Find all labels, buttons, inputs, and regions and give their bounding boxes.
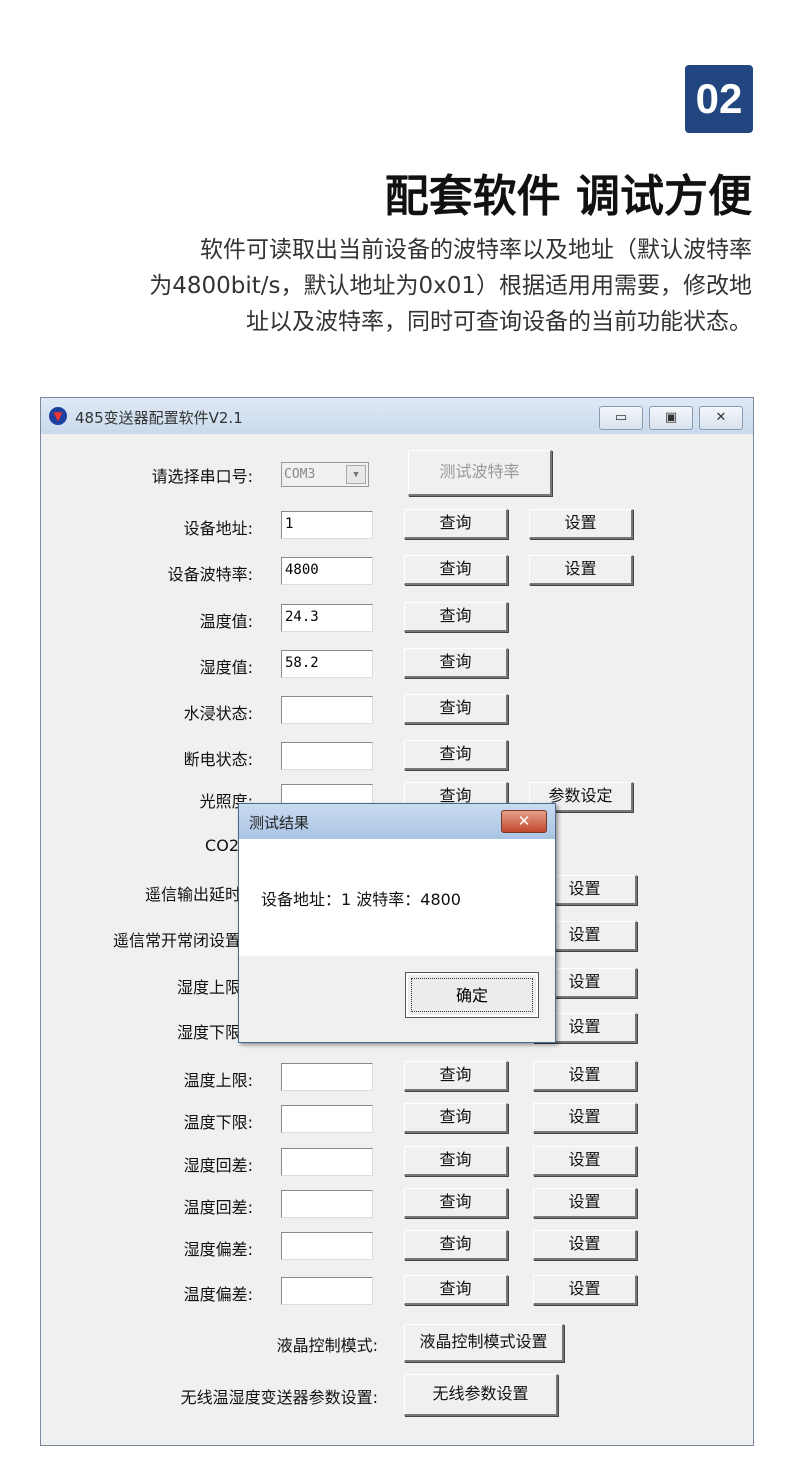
set-button[interactable]: 设置 bbox=[529, 509, 633, 539]
query-button[interactable]: 查询 bbox=[404, 694, 508, 724]
field-input[interactable] bbox=[281, 1232, 373, 1260]
field-label: 温度偏差: bbox=[183, 1285, 253, 1304]
lcd-mode-label: 液晶控制模式: bbox=[276, 1336, 378, 1355]
query-button[interactable]: 查询 bbox=[404, 1146, 508, 1176]
dialog-close-button[interactable]: ✕ bbox=[501, 810, 547, 833]
field-input[interactable]: 58.2 bbox=[281, 650, 373, 678]
wireless-label: 无线温湿度变送器参数设置: bbox=[180, 1388, 378, 1407]
query-button[interactable]: 查询 bbox=[404, 648, 508, 678]
dialog-body: 设备地址：1 波特率：4800 bbox=[239, 839, 555, 956]
query-button[interactable]: 查询 bbox=[404, 1061, 508, 1091]
set-button[interactable]: 设置 bbox=[533, 1103, 637, 1133]
field-input[interactable] bbox=[281, 1277, 373, 1305]
set-button[interactable]: 设置 bbox=[533, 1061, 637, 1091]
field-label: 湿度上限 bbox=[176, 978, 241, 997]
field-label: 设备地址: bbox=[183, 519, 253, 538]
minimize-button[interactable]: ▭ bbox=[599, 406, 643, 430]
set-button[interactable]: 设置 bbox=[533, 1188, 637, 1218]
lcd-mode-button[interactable]: 液晶控制模式设置 bbox=[404, 1324, 564, 1362]
page-title: 配套软件 调试方便 bbox=[384, 171, 752, 222]
config-window: ▼ 485变送器配置软件V2.1 ▭ ▣ ✕ 请选择串口号: COM3 ▼ 测试波… bbox=[40, 397, 754, 1446]
query-button[interactable]: 查询 bbox=[404, 740, 508, 770]
field-label: 温度下限: bbox=[183, 1113, 253, 1132]
test-result-dialog: 测试结果 ✕ 设备地址：1 波特率：4800 确定 bbox=[238, 803, 556, 1043]
query-button[interactable]: 查询 bbox=[404, 555, 508, 585]
description-line: 为4800bit/s，默认地址为0x01）根据适用用需要，修改地 bbox=[149, 273, 752, 299]
query-button[interactable]: 查询 bbox=[404, 509, 508, 539]
field-label: 水浸状态: bbox=[183, 704, 253, 723]
window-title: 485变送器配置软件V2.1 bbox=[75, 409, 243, 427]
field-input[interactable]: 1 bbox=[281, 511, 373, 539]
field-label: CO2 bbox=[205, 836, 239, 855]
field-label: 遥信常开常闭设置 bbox=[112, 931, 241, 950]
close-button[interactable]: ✕ bbox=[699, 406, 743, 430]
field-label: 湿度偏差: bbox=[183, 1240, 253, 1259]
dialog-message: 设备地址：1 波特率：4800 bbox=[261, 890, 461, 909]
field-label: 温度回差: bbox=[183, 1198, 253, 1217]
set-button[interactable]: 设置 bbox=[533, 1275, 637, 1305]
chevron-down-icon[interactable]: ▼ bbox=[346, 465, 366, 484]
title-bar[interactable]: ▼ 485变送器配置软件V2.1 ▭ ▣ ✕ bbox=[41, 398, 753, 434]
port-value: COM3 bbox=[284, 467, 316, 482]
field-input[interactable] bbox=[281, 696, 373, 724]
field-label: 湿度下限 bbox=[176, 1023, 241, 1042]
field-input[interactable] bbox=[281, 1190, 373, 1218]
query-button[interactable]: 查询 bbox=[404, 602, 508, 632]
ok-label: 确定 bbox=[411, 978, 533, 1012]
query-button[interactable]: 查询 bbox=[404, 1275, 508, 1305]
field-input[interactable] bbox=[281, 742, 373, 770]
test-baud-button[interactable]: 测试波特率 bbox=[408, 450, 552, 496]
field-label: 断电状态: bbox=[183, 750, 253, 769]
set-button[interactable]: 设置 bbox=[529, 555, 633, 585]
field-input[interactable]: 24.3 bbox=[281, 604, 373, 632]
query-button[interactable]: 查询 bbox=[404, 1230, 508, 1260]
port-label: 请选择串口号: bbox=[151, 467, 253, 486]
dialog-title: 测试结果 bbox=[249, 814, 310, 832]
set-button[interactable]: 设置 bbox=[533, 1146, 637, 1176]
field-label: 湿度值: bbox=[199, 658, 253, 677]
field-label: 温度上限: bbox=[183, 1071, 253, 1090]
field-label: 遥信输出延时 bbox=[144, 885, 241, 904]
description-line: 软件可读取出当前设备的波特率以及地址（默认波特率 bbox=[200, 237, 752, 263]
field-input[interactable] bbox=[281, 1105, 373, 1133]
description: 软件可读取出当前设备的波特率以及地址（默认波特率 为4800bit/s，默认地址… bbox=[32, 232, 752, 340]
field-input[interactable]: 4800 bbox=[281, 557, 373, 585]
field-label: 设备波特率: bbox=[167, 565, 253, 584]
set-button[interactable]: 设置 bbox=[533, 1230, 637, 1260]
description-line: 址以及波特率，同时可查询设备的当前功能状态。 bbox=[246, 309, 752, 335]
field-label: 湿度回差: bbox=[183, 1156, 253, 1175]
field-input[interactable] bbox=[281, 1063, 373, 1091]
field-input[interactable] bbox=[281, 1148, 373, 1176]
app-logo-icon: ▼ bbox=[49, 407, 67, 425]
dialog-title-bar: 测试结果 ✕ bbox=[239, 804, 555, 839]
query-button[interactable]: 查询 bbox=[404, 1103, 508, 1133]
field-label: 温度值: bbox=[199, 612, 253, 631]
query-button[interactable]: 查询 bbox=[404, 1188, 508, 1218]
section-number-badge: 02 bbox=[685, 65, 753, 133]
ok-button[interactable]: 确定 bbox=[405, 972, 539, 1018]
maximize-button[interactable]: ▣ bbox=[649, 406, 693, 430]
wireless-params-button[interactable]: 无线参数设置 bbox=[404, 1374, 558, 1416]
port-select[interactable]: COM3 ▼ bbox=[281, 462, 369, 487]
